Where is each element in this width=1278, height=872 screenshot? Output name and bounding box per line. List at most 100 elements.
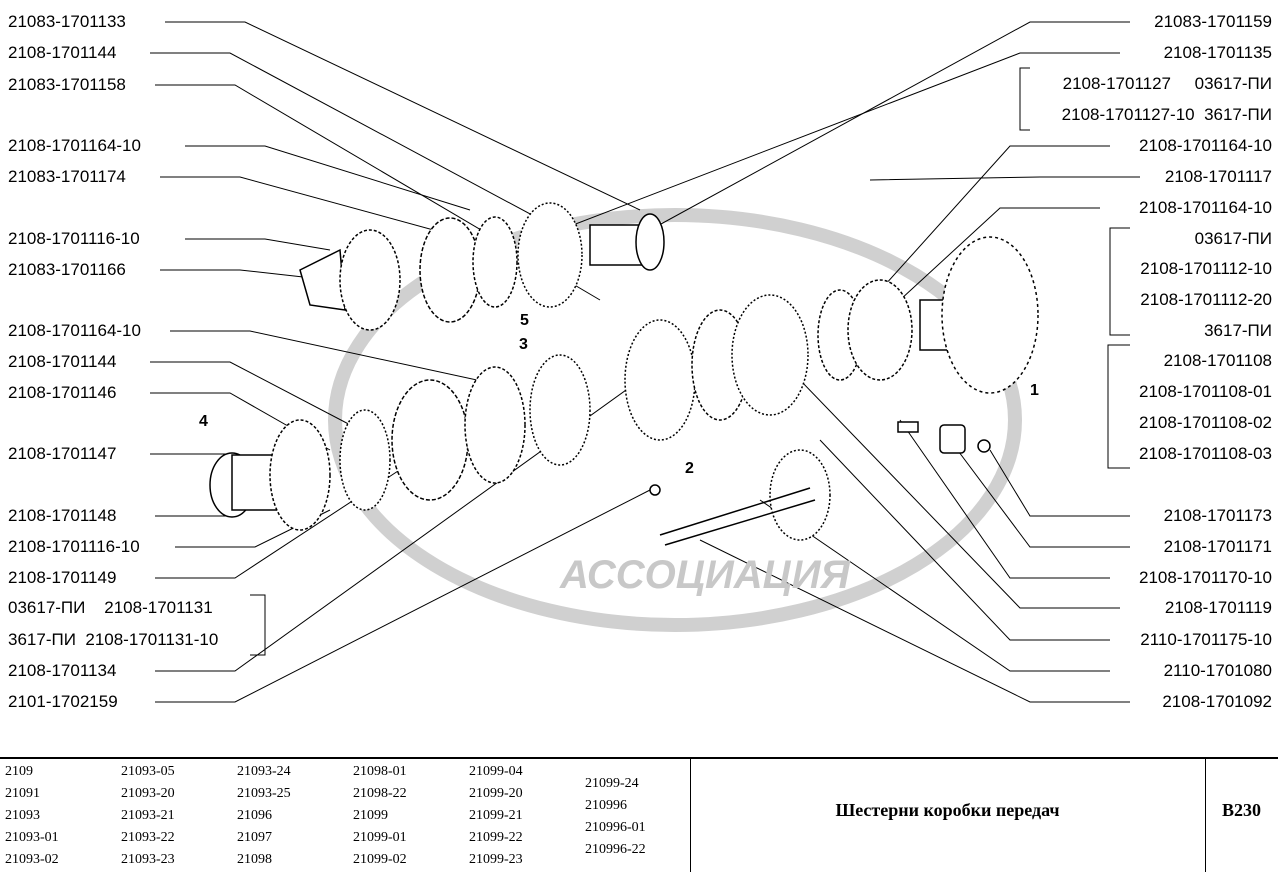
part-label: 2108-1701171	[1163, 537, 1272, 556]
model-code: 21093-02	[5, 852, 59, 867]
part-label: 2110-1701175-10	[1140, 630, 1272, 649]
model-code: 21099-22	[469, 830, 523, 845]
exploded-gearbox-drawing: АССОЦИАЦИЯ	[150, 21, 1140, 703]
model-code: 21093-23	[121, 852, 175, 867]
page-code: В230	[1221, 800, 1261, 820]
part-label: 2108-1701144	[8, 43, 117, 62]
model-code: 21093-20	[121, 786, 175, 801]
part-label: 2108-1701092	[1162, 692, 1272, 711]
part-label: 2108-1701149	[8, 568, 117, 587]
leader-line	[759, 499, 1110, 672]
model-code: 21099-01	[353, 830, 407, 845]
leader-line	[150, 361, 361, 431]
leader-line	[150, 52, 561, 231]
part-label: 2108-1701108-02	[1139, 413, 1272, 432]
model-code: 21099-21	[469, 808, 523, 823]
part-label: 2108-1701127 03617-ПИ	[1062, 74, 1272, 93]
model-code: 21093-25	[237, 786, 291, 801]
part-label: 3617-ПИ	[1204, 321, 1272, 340]
model-code: 210996	[585, 798, 627, 813]
model-code: 21093-01	[5, 830, 59, 845]
part-label: 2108-1701112-10	[1140, 259, 1272, 278]
part-label: 2108-1701108-01	[1139, 382, 1272, 401]
callout-1: 1	[1030, 382, 1039, 399]
leader-line	[869, 176, 1140, 181]
model-code: 21093-24	[237, 764, 291, 779]
leader-line	[155, 489, 651, 703]
part-label: 03617-ПИ	[1194, 229, 1272, 248]
model-code: 21099-02	[353, 852, 407, 867]
model-code: 21091	[5, 786, 40, 801]
part-label: 03617-ПИ 2108-1701131	[8, 598, 213, 617]
model-code: 21093-21	[121, 808, 175, 823]
leader-line	[899, 207, 1100, 301]
leader-line	[949, 439, 1130, 548]
part-label: 2108-1701164-10	[1139, 198, 1272, 217]
callout-4: 4	[199, 413, 208, 430]
leader-line	[155, 84, 601, 301]
leader-line	[170, 330, 501, 386]
model-code: 21098-22	[353, 786, 407, 801]
divider	[690, 757, 691, 872]
part-label: 21083-1701133	[8, 12, 126, 31]
leader-line	[160, 176, 471, 241]
leader-line	[699, 539, 1130, 703]
leader-line	[185, 238, 331, 251]
page-title: Шестерни коробки передач	[835, 800, 1060, 820]
part-label: 2108-1701164-10	[8, 136, 141, 155]
part-label: 2108-1701148	[8, 506, 117, 525]
callout-2: 2	[685, 460, 694, 477]
leader-line	[559, 52, 1120, 231]
part-label: 2108-1701112-20	[1140, 290, 1272, 309]
model-code: 21093-05	[121, 764, 175, 779]
part-label: 2108-1701173	[1163, 506, 1272, 525]
model-code: 21098-01	[353, 764, 407, 779]
model-code: 21099-24	[585, 776, 639, 791]
callout-3: 3	[519, 336, 528, 353]
leader-line	[899, 419, 1110, 579]
watermark-ring	[328, 208, 1022, 632]
leader-line	[649, 21, 1130, 231]
leader-line	[819, 439, 1110, 641]
part-label: 2108-1701108-03	[1139, 444, 1272, 463]
part-label: 2108-1701117	[1164, 167, 1272, 186]
part-label: 21083-1701159	[1154, 12, 1272, 31]
part-label: 2108-1701135	[1163, 43, 1272, 62]
part-label: 2108-1701119	[1164, 598, 1272, 617]
bracket-lines	[250, 67, 1130, 656]
part-label: 2108-1701108	[1163, 351, 1272, 370]
leader-line	[185, 145, 471, 211]
leader-line	[839, 145, 1110, 336]
part-label: 2108-1701134	[8, 661, 117, 680]
divider	[1205, 757, 1206, 872]
part-label: 2108-1701147	[8, 444, 117, 463]
model-code: 21099-23	[469, 852, 523, 867]
part-label: 3617-ПИ 2108-1701131-10	[8, 630, 219, 649]
model-code: 21097	[237, 830, 272, 845]
callout-5: 5	[520, 312, 529, 329]
model-code: 21098	[237, 852, 272, 867]
part-label: 21083-1701166	[8, 260, 126, 279]
part-label: 2108-1701144	[8, 352, 117, 371]
part-label: 2108-1701164-10	[1139, 136, 1272, 155]
part-label: 2108-1701116-10	[8, 537, 140, 556]
leader-line	[989, 449, 1130, 517]
part-label: 2108-1701116-10	[8, 229, 140, 248]
model-code: 21093-22	[121, 830, 175, 845]
model-code: 210996-22	[585, 842, 646, 857]
leader-line	[160, 269, 331, 281]
model-code: 21099-04	[469, 764, 523, 779]
model-code: 21096	[237, 808, 272, 823]
model-code: 21099	[353, 808, 388, 823]
model-code: 2109	[5, 764, 33, 779]
model-code: 210996-01	[585, 820, 646, 835]
part-label: 21083-1701158	[8, 75, 126, 94]
part-label: 2108-1701127-10 3617-ПИ	[1061, 105, 1272, 124]
part-label: 2108-1701146	[8, 383, 117, 402]
part-label: 2108-1701164-10	[8, 321, 141, 340]
part-label: 2110-1701080	[1163, 661, 1272, 680]
part-label: 2108-1701170-10	[1139, 568, 1272, 587]
part-label: 2101-1702159	[8, 692, 118, 711]
